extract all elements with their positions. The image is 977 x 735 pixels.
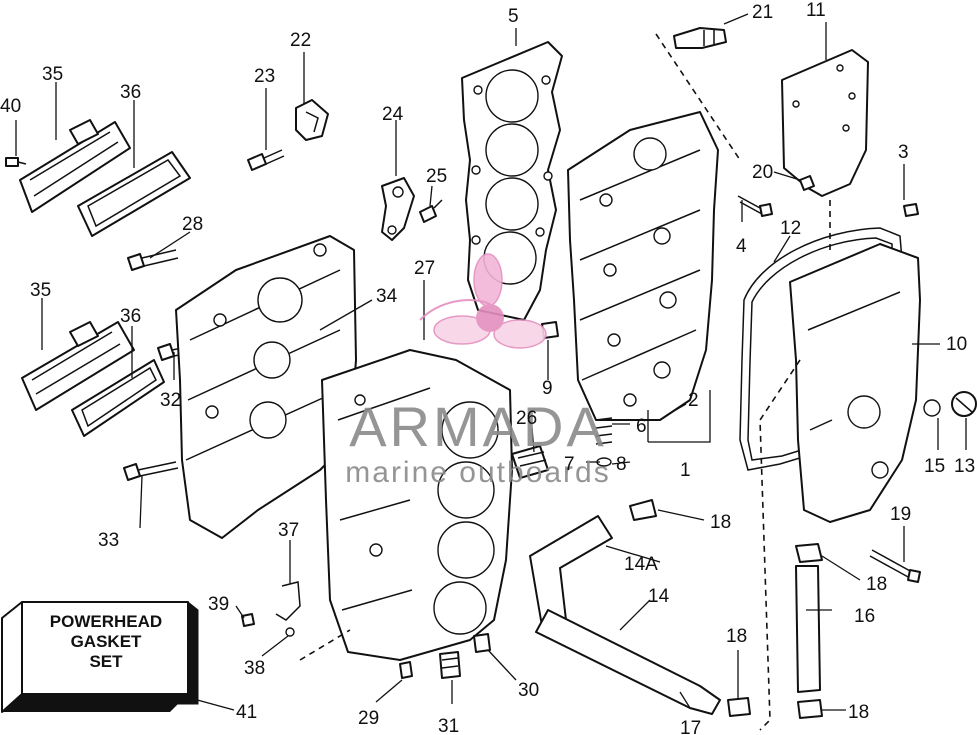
hose-14a <box>529 515 613 627</box>
callout-19: 19 <box>890 504 911 525</box>
cylinder-block <box>321 349 513 661</box>
callout-18-a: 18 <box>710 512 731 533</box>
callout-38: 38 <box>244 658 265 679</box>
callout-40: 40 <box>0 96 21 117</box>
bolt-4 <box>737 195 773 217</box>
leader-lines <box>15 13 967 711</box>
callout-32: 32 <box>160 390 181 411</box>
callout-17: 17 <box>680 718 701 735</box>
callout-35-a: 35 <box>42 64 63 85</box>
propeller-logo-icon <box>419 253 547 349</box>
exhaust-cover-10 <box>789 243 921 523</box>
spark-plug-21 <box>673 27 727 49</box>
callout-21: 21 <box>752 2 773 23</box>
callout-31: 31 <box>438 716 459 735</box>
intake-cover-upper <box>19 119 131 213</box>
callout-2: 2 <box>688 390 699 411</box>
callout-7: 7 <box>564 454 575 475</box>
hose-14 <box>535 609 721 715</box>
callout-30: 30 <box>518 680 539 701</box>
bolt-19 <box>869 549 921 583</box>
callout-15: 15 <box>924 456 945 477</box>
callout-39: 39 <box>208 594 229 615</box>
ball-38 <box>285 627 295 637</box>
callout-24: 24 <box>382 104 404 125</box>
callout-27: 27 <box>414 258 435 279</box>
clamp-18-d <box>797 699 823 719</box>
cylinder-head <box>567 111 719 421</box>
intake-cover-lower <box>21 321 135 411</box>
callout-6: 6 <box>636 416 647 437</box>
bolt-23 <box>247 149 285 171</box>
oring-15 <box>923 399 941 417</box>
bolt-33 <box>123 461 179 481</box>
callout-20: 20 <box>752 162 773 183</box>
powerhead-gasket-set-box <box>1 600 199 713</box>
callout-5: 5 <box>508 6 519 27</box>
cover-plate-11 <box>781 49 869 197</box>
callout-26: 26 <box>516 408 537 429</box>
bolt-28 <box>127 249 179 271</box>
gasket-label-line-2: GASKET <box>70 632 142 651</box>
callout-8: 8 <box>616 454 627 475</box>
callout-29: 29 <box>358 708 379 729</box>
callout-33: 33 <box>98 530 119 551</box>
callout-28: 28 <box>182 214 203 235</box>
hose-16 <box>795 565 821 693</box>
screw-25 <box>419 199 443 223</box>
callout-13: 13 <box>954 456 975 477</box>
screw-39 <box>241 613 255 627</box>
spring-6 <box>595 417 613 445</box>
callout-14a: 14A <box>624 554 658 575</box>
callout-23: 23 <box>254 66 275 87</box>
callout-14: 14 <box>648 586 670 607</box>
callout-1: 1 <box>680 460 691 481</box>
callout-16: 16 <box>854 606 875 627</box>
callout-3: 3 <box>898 142 909 163</box>
callout-12: 12 <box>780 218 801 239</box>
callout-11: 11 <box>806 0 826 21</box>
watermark-brand: ARMADA <box>349 395 607 458</box>
callout-36-b: 36 <box>120 306 141 327</box>
callout-18-b: 18 <box>866 574 887 595</box>
link-37 <box>275 581 301 621</box>
gasket-label-line-1: POWERHEAD <box>49 612 163 631</box>
clamp-18-c <box>727 697 751 717</box>
watermark-tagline: marine outboards <box>345 456 610 489</box>
callout-18-c: 18 <box>726 626 747 647</box>
screw-20 <box>799 175 815 191</box>
spring-30 <box>473 633 491 653</box>
fitting-29 <box>399 661 413 679</box>
callout-34: 34 <box>376 286 398 307</box>
powerhead-gasket-set-label: POWERHEAD GASKET SET <box>24 612 188 672</box>
callout-25: 25 <box>426 166 447 187</box>
lifting-eye-24 <box>381 177 415 241</box>
plug-13 <box>951 391 977 417</box>
dashed-reference-lines <box>299 33 831 731</box>
callout-22: 22 <box>290 30 311 51</box>
callout-41: 41 <box>236 702 257 723</box>
thermostat-26 <box>511 445 549 479</box>
spring-31 <box>439 651 461 679</box>
clamp-18-b <box>795 543 823 563</box>
callout-4: 4 <box>736 236 747 257</box>
intake-gasket-upper <box>77 151 191 237</box>
clamp-18-a <box>629 499 657 521</box>
callout-18-d: 18 <box>848 702 869 723</box>
callout-35-b: 35 <box>30 280 51 301</box>
intake-gasket-lower <box>71 359 165 437</box>
crankcase <box>175 235 357 539</box>
plug-3 <box>903 203 919 217</box>
armada-watermark: ARMADA marine outboards <box>345 253 610 489</box>
callout-37: 37 <box>278 520 299 541</box>
callout-9: 9 <box>542 378 553 399</box>
lifting-bracket-22 <box>295 99 329 141</box>
callout-10: 10 <box>946 334 967 355</box>
screw-40 <box>5 157 27 167</box>
callout-36-a: 36 <box>120 82 141 103</box>
gasket-label-line-3: SET <box>89 652 123 671</box>
